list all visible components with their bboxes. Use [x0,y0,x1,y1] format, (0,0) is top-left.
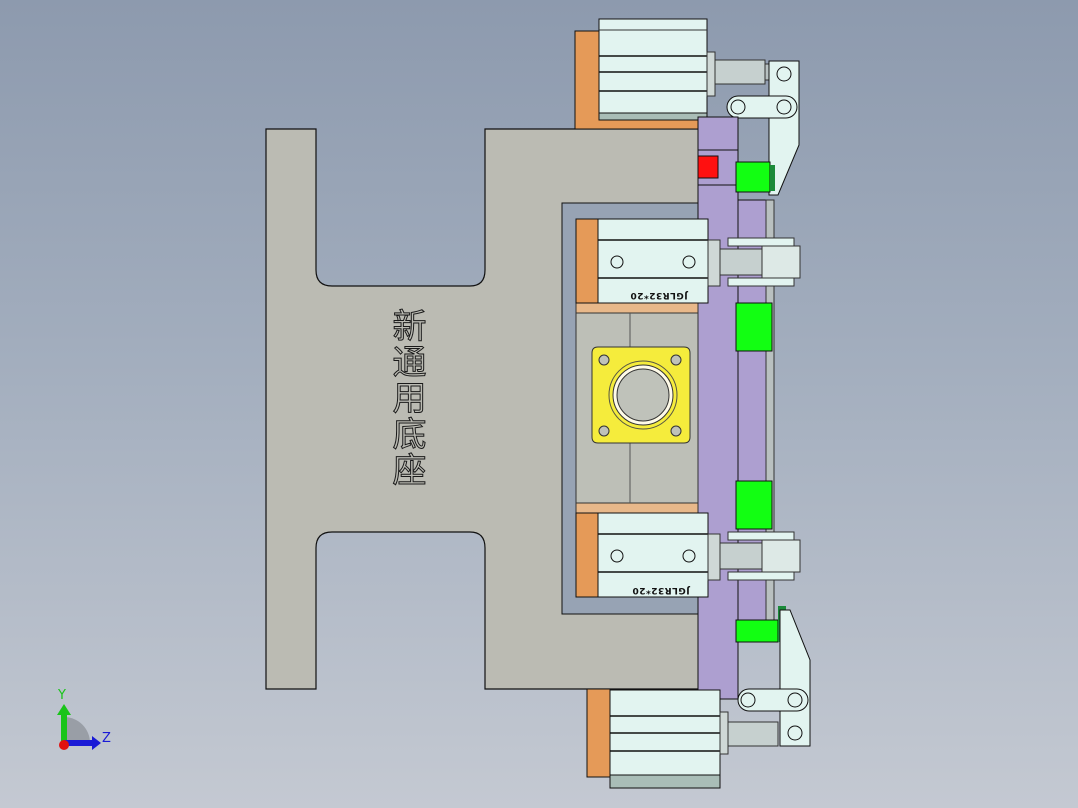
mid-lower-cylinder[interactable] [597,512,709,598]
bottom-clamp-arm[interactable] [779,609,811,747]
locator-green-3 [735,480,773,530]
triad-z-label: Z [102,731,111,746]
top-cylinder[interactable] [598,18,708,121]
cylinder-label-upper: JGLR32*20 [630,290,688,300]
bottom-mount-block [586,688,612,778]
bottom-cylinder[interactable] [609,689,721,789]
coordinate-triad [57,704,101,750]
clamp-plate [697,116,739,700]
base-plate-engraving: 新通用底座 [386,308,427,489]
red-block [697,155,719,179]
triad-y-label: Y [58,688,66,703]
locator-green-2 [735,302,773,352]
locator-green-4 [735,619,779,643]
mid-upper-cylinder[interactable] [597,218,709,304]
locator-green-1 [735,161,771,193]
cylinder-label-lower: JGLR32*20 [632,585,690,595]
